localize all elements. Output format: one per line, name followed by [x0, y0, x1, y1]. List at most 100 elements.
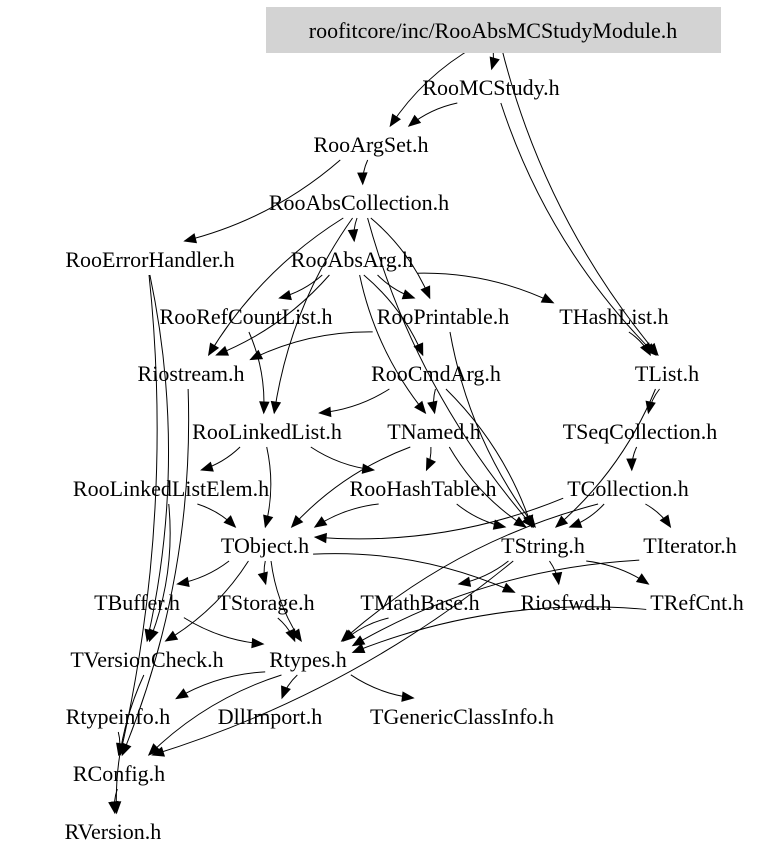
- edge-line: [119, 274, 158, 756]
- edge-tstring-to-trefcnt: [586, 560, 650, 585]
- edge-roolinkedlist-to-tobject: [263, 446, 274, 529]
- edge-tobject-to-tbuffer: [176, 560, 230, 588]
- edge-titerator-to-rtypes: [351, 559, 640, 647]
- edge-tnamed-to-tobject: [290, 446, 411, 528]
- edge-line: [500, 102, 657, 356]
- node-label: THashList.h: [559, 304, 668, 329]
- node-rversion[interactable]: RVersion.h: [65, 819, 162, 844]
- node-roolinkedlist[interactable]: RooLinkedList.h: [192, 419, 342, 444]
- node-tmathbase[interactable]: TMathBase.h: [360, 590, 479, 615]
- edge-thashlist-to-tlist: [628, 331, 651, 357]
- node-rooprintable[interactable]: RooPrintable.h: [377, 304, 510, 329]
- node-tbuffer[interactable]: TBuffer.h: [94, 590, 180, 615]
- node-riosfwd[interactable]: Riosfwd.h: [520, 590, 611, 615]
- node-label: Riostream.h: [138, 361, 245, 386]
- edge-line: [146, 274, 170, 642]
- node-tcollection[interactable]: TCollection.h: [567, 476, 689, 501]
- edge-rooabscollection-to-rooprintable: [370, 217, 431, 300]
- edge-rtypes-to-rtypeinfo: [175, 671, 266, 700]
- node-riostream[interactable]: Riostream.h: [138, 361, 245, 386]
- node-root[interactable]: roofitcore/inc/RooAbsMCStudyModule.h: [266, 7, 721, 53]
- edge-rooabsarg-to-roorefcountlist: [278, 274, 323, 301]
- node-roomcstudy[interactable]: RooMCStudy.h: [422, 75, 559, 100]
- edge-line: [183, 617, 264, 645]
- node-rooerrorhandler[interactable]: RooErrorHandler.h: [65, 247, 234, 272]
- arrowhead-icon: [147, 743, 161, 756]
- node-rtypeinfo[interactable]: Rtypeinfo.h: [66, 704, 171, 729]
- node-label: RooHashTable.h: [350, 476, 497, 501]
- edge-rooargset-to-rooerrorhandler: [183, 159, 341, 244]
- arrowhead-icon: [357, 172, 368, 186]
- arrowhead-icon: [351, 643, 366, 654]
- edge-line: [417, 272, 554, 304]
- node-rooabsarg[interactable]: RooAbsArg.h: [291, 247, 413, 272]
- node-titerator[interactable]: TIterator.h: [643, 533, 736, 558]
- node-rtypes[interactable]: Rtypes.h: [269, 647, 347, 672]
- arrowhead-icon: [568, 518, 583, 528]
- node-tlist[interactable]: TList.h: [635, 361, 699, 386]
- arrowhead-icon: [414, 400, 427, 415]
- arrowhead-icon: [281, 685, 291, 700]
- node-label: TBuffer.h: [94, 590, 180, 615]
- node-tstorage[interactable]: TStorage.h: [217, 590, 314, 615]
- node-rooargset[interactable]: RooArgSet.h: [313, 132, 428, 157]
- node-tobject[interactable]: TObject.h: [221, 533, 309, 558]
- edge-trefcnt-to-rtypes: [351, 606, 647, 654]
- node-roorefcountlist[interactable]: RooRefCountList.h: [160, 304, 333, 329]
- node-tgenericclassinfo[interactable]: TGenericClassInfo.h: [370, 704, 554, 729]
- node-label: TVersionCheck.h: [70, 647, 223, 672]
- edge-line: [149, 503, 171, 642]
- node-label: RooAbsCollection.h: [269, 190, 449, 215]
- node-label: RooCmdArg.h: [371, 361, 501, 386]
- node-label: RConfig.h: [73, 761, 165, 786]
- arrowhead-icon: [208, 342, 220, 357]
- node-rooabscollection[interactable]: RooAbsCollection.h: [269, 190, 449, 215]
- edge-line: [555, 388, 656, 528]
- node-tstring[interactable]: TString.h: [501, 533, 585, 558]
- node-roocmdarg[interactable]: RooCmdArg.h: [371, 361, 501, 386]
- node-label: RooArgSet.h: [313, 132, 428, 157]
- edge-tnamed-to-tstring: [448, 446, 527, 528]
- node-rconfig[interactable]: RConfig.h: [73, 761, 165, 786]
- edge-rooabscollection-to-roolinkedlist: [270, 217, 353, 415]
- node-trefcnt[interactable]: TRefCnt.h: [650, 590, 744, 615]
- arrowhead-icon: [420, 285, 431, 300]
- edge-line: [352, 559, 640, 647]
- node-tnamed[interactable]: TNamed.h: [387, 419, 480, 444]
- edge-rooargset-to-rooabscollection: [357, 159, 369, 186]
- edge-line: [121, 388, 190, 756]
- arrowhead-icon: [425, 457, 437, 472]
- arrowhead-icon: [513, 516, 527, 528]
- edge-tobject-to-tversioncheck: [164, 560, 249, 642]
- edge-line: [500, 45, 659, 356]
- arrowhead-icon: [407, 114, 422, 127]
- edge-roomcstudy-to-rooargset: [407, 102, 458, 127]
- edge-rooabsarg-to-roocmdarg: [363, 274, 424, 357]
- node-label: Riosfwd.h: [520, 590, 611, 615]
- edge-tstring-to-tmathbase: [457, 560, 509, 587]
- node-tseqcollection[interactable]: TSeqCollection.h: [563, 419, 718, 444]
- node-tversioncheck[interactable]: TVersionCheck.h: [70, 647, 223, 672]
- node-roohashtable[interactable]: RooHashTable.h: [350, 476, 497, 501]
- arrowhead-icon: [457, 576, 472, 587]
- node-roolinkedlistelem[interactable]: RooLinkedListElem.h: [73, 476, 269, 501]
- edge-tlist-to-tseqcollection: [645, 388, 660, 415]
- node-label: RooRefCountList.h: [160, 304, 333, 329]
- node-thashlist[interactable]: THashList.h: [559, 304, 668, 329]
- node-label: DllImport.h: [218, 704, 323, 729]
- arrowhead-icon: [176, 576, 190, 588]
- node-label: TCollection.h: [567, 476, 689, 501]
- node-dllimport[interactable]: DllImport.h: [218, 704, 323, 729]
- node-label: TIterator.h: [643, 533, 736, 558]
- node-label: TNamed.h: [387, 419, 480, 444]
- edge-rtypeinfo-to-rconfig: [116, 731, 127, 757]
- edge-line: [216, 274, 330, 356]
- edge-tstorage-to-rtypes: [277, 617, 296, 643]
- arrowhead-icon: [270, 400, 282, 415]
- edge-tcollection-to-tstring: [568, 503, 605, 528]
- edge-rooprintable-to-riostream: [249, 331, 373, 361]
- arrowhead-icon: [342, 629, 356, 642]
- edge-line: [184, 159, 341, 242]
- nodes-layer: roofitcore/inc/RooAbsMCStudyModule.hRooM…: [65, 7, 744, 844]
- edge-line: [148, 674, 282, 756]
